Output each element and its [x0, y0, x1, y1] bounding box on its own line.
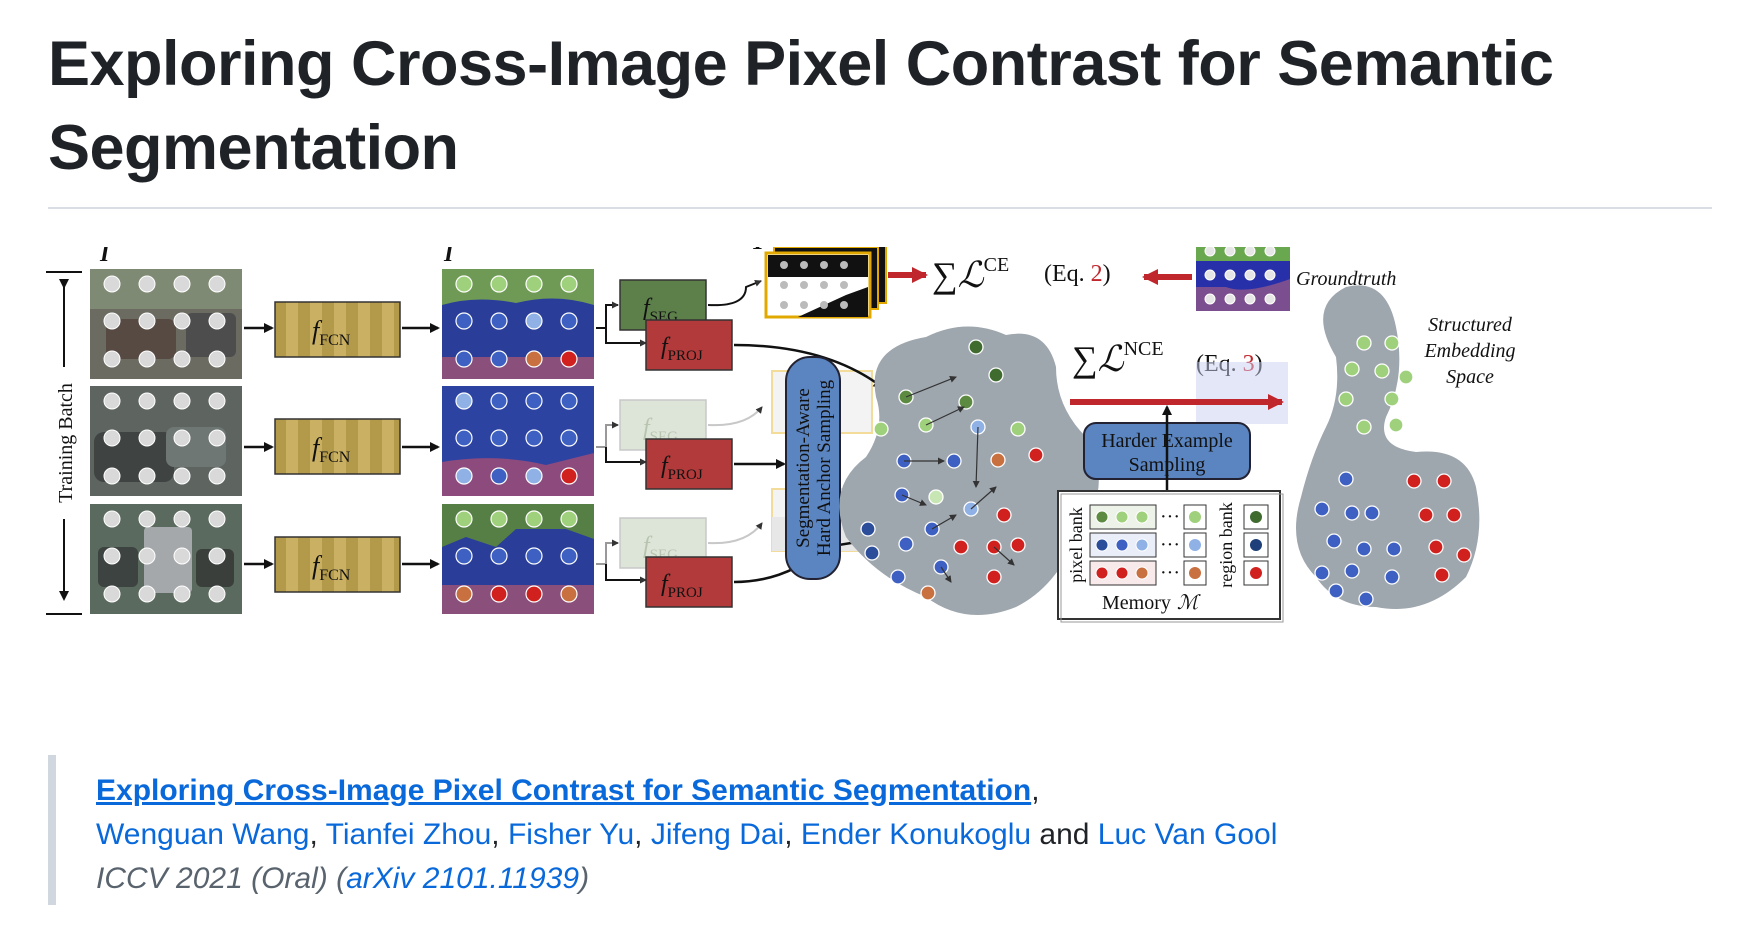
author-link-fisher-yu[interactable]: Fisher Yu	[507, 818, 635, 851]
fcn-f-1: f	[312, 316, 323, 345]
title-divider	[48, 207, 1712, 209]
training-batch-bracket: Training Batch	[46, 271, 82, 615]
sampler-line-1: Segmentation-Aware	[793, 388, 814, 548]
fcn-box-3	[274, 536, 401, 593]
ce-loss: ∑ℒCE (Eq. 2)	[888, 254, 1192, 295]
seg-heads: fSEG fSEG fSEG	[619, 279, 707, 569]
svg-text:∑ℒCE: ∑ℒCE	[932, 254, 1009, 295]
fcn-f-3: f	[312, 551, 323, 580]
svg-text:fFCN: fFCN	[312, 316, 351, 349]
groundtruth-label: Groundtruth	[1296, 268, 1396, 290]
ce-sum-symbol: ∑	[932, 255, 958, 295]
author-separator: ,	[634, 818, 651, 851]
author-link-tianfei-zhou[interactable]: Tianfei Zhou	[325, 818, 492, 851]
groundtruth-map: Groundtruth	[1196, 247, 1396, 311]
svg-text:fPROJ: fPROJ	[661, 453, 703, 483]
hard-anchor-sampler: Segmentation-Aware Hard Anchor Sampling	[785, 356, 841, 580]
method-overview-figure: Training Batch I I	[46, 247, 1516, 623]
proj-box-1	[645, 319, 733, 371]
arxiv-close-paren: )	[579, 862, 590, 895]
fcn-stage: fFCN fFCN fFCN	[244, 301, 440, 593]
svg-text:fFCN: fFCN	[312, 551, 351, 584]
proj-box-3	[645, 556, 733, 608]
segmented-images	[442, 269, 594, 614]
arxiv-open-paren: (	[336, 862, 347, 895]
svg-text:fPROJ: fPROJ	[661, 571, 703, 601]
proj-box-2	[645, 438, 733, 490]
nce-sum-symbol: ∑	[1072, 339, 1098, 379]
title-comma: ,	[1031, 774, 1040, 807]
segmented-image-label: I	[443, 247, 455, 267]
fcn-box-2	[274, 418, 401, 475]
fcn-sub-3: FCN	[319, 567, 351, 584]
nce-loss-symbol: ℒ	[1098, 339, 1125, 379]
embedding-space	[839, 326, 1099, 615]
author-separator: ,	[309, 818, 326, 851]
page-title: Exploring Cross-Image Pixel Contrast for…	[48, 29, 1554, 183]
svg-text:···: ···	[1160, 506, 1180, 528]
venue-text: ICCV 2021 (Oral)	[96, 862, 328, 895]
svg-text:···: ···	[1160, 534, 1180, 556]
pixel-bank-label: pixel bank	[1066, 507, 1086, 582]
harder-example-sampling: Harder Example Sampling	[1083, 405, 1251, 491]
memory-bank: pixel bank region bank ··· ··· ··· Memor…	[1057, 490, 1284, 623]
citation-venue-line: ICCV 2021 (Oral) (arXiv 2101.11939)	[96, 859, 589, 899]
svg-text:···: ···	[1160, 562, 1180, 584]
memory-label: Memory	[1102, 592, 1171, 614]
ce-superscript: CE	[984, 254, 1010, 276]
author-separator: ,	[784, 818, 801, 851]
structured-embedding-space: Structured Embedding Space	[1296, 285, 1516, 609]
head-branches	[596, 301, 647, 584]
fcn-f-2: f	[312, 433, 323, 462]
nce-superscript: NCE	[1124, 338, 1164, 360]
author-separator: ,	[491, 818, 508, 851]
fcn-sub-2: FCN	[319, 449, 351, 466]
input-image-label: I	[99, 247, 111, 267]
paper-link[interactable]: Exploring Cross-Image Pixel Contrast for…	[96, 774, 1032, 807]
author-link-luc-van-gool[interactable]: Luc Van Gool	[1097, 818, 1278, 851]
sampler-line-2: Hard Anchor Sampling	[814, 379, 835, 556]
arxiv-link[interactable]: arXiv 2101.11939	[346, 862, 580, 895]
memory-symbol: ℳ	[1177, 592, 1201, 614]
structured-line-1: Structured	[1428, 314, 1513, 336]
citation-authors-line: Wenguan Wang, Tianfei Zhou, Fisher Yu, J…	[96, 815, 1277, 855]
author-link-jifeng-dai[interactable]: Jifeng Dai	[650, 818, 785, 851]
fcn-box-1	[274, 301, 401, 358]
author-and: and	[1031, 818, 1098, 851]
svg-text:(Eq. 2): (Eq. 2)	[1044, 261, 1111, 287]
author-link-ender-konukoglu[interactable]: Ender Konukoglu	[800, 818, 1032, 851]
fcn-sub-1: FCN	[319, 332, 351, 349]
input-images	[90, 269, 242, 614]
prediction-label: Y	[751, 247, 768, 255]
svg-text:fFCN: fFCN	[312, 433, 351, 466]
proj-heads: fPROJ fPROJ fPROJ	[645, 319, 733, 608]
training-batch-label: Training Batch	[55, 383, 77, 503]
nce-loss: ∑ℒNCE (Eq. 3)	[1070, 338, 1288, 424]
ce-eq-number: 2	[1091, 261, 1103, 287]
citation-block: Exploring Cross-Image Pixel Contrast for…	[48, 755, 1696, 905]
structured-line-3: Space	[1446, 366, 1494, 388]
svg-text:∑ℒNCE: ∑ℒNCE	[1072, 338, 1164, 379]
region-bank-label: region bank	[1216, 502, 1236, 587]
ce-loss-symbol: ℒ	[958, 255, 985, 295]
svg-text:fPROJ: fPROJ	[661, 334, 703, 364]
citation-title-line: Exploring Cross-Image Pixel Contrast for…	[96, 771, 1040, 811]
structured-line-2: Embedding	[1423, 340, 1515, 362]
author-link-wenguan-wang[interactable]: Wenguan Wang	[96, 818, 310, 851]
